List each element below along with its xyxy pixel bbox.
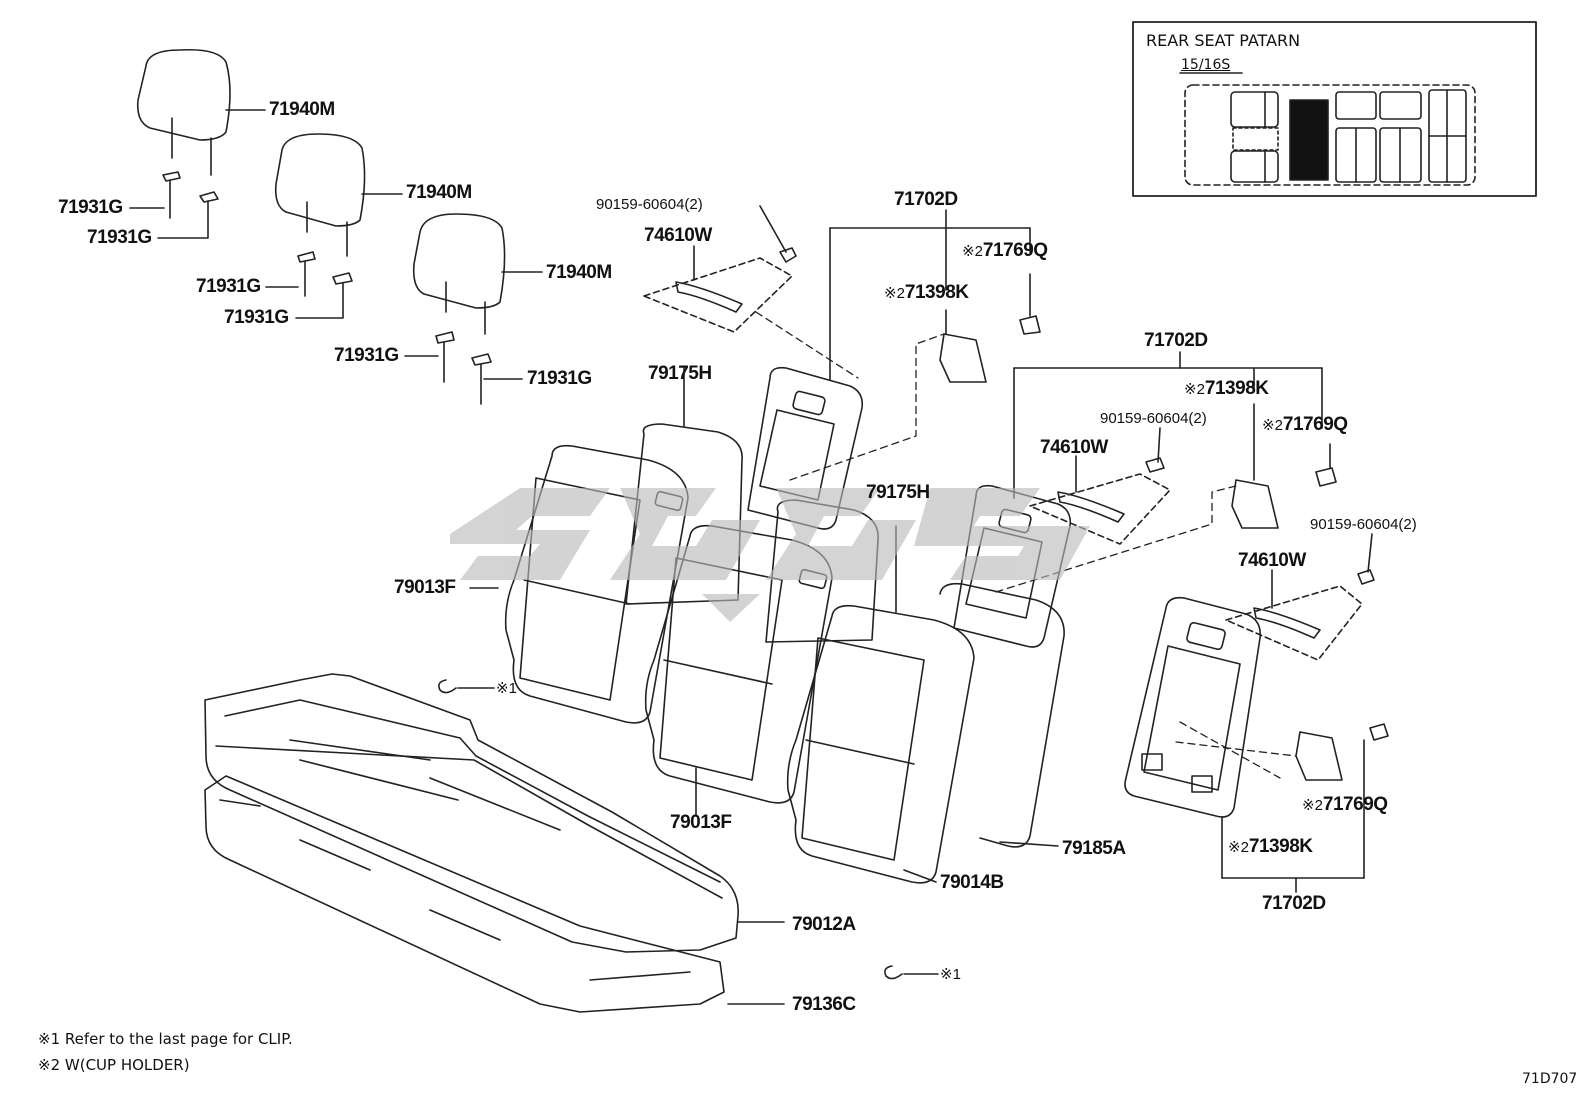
pattern-box bbox=[1132, 21, 1537, 197]
label-71931g-1b[interactable]: 71931G bbox=[87, 227, 152, 248]
clip-icon-2 bbox=[884, 965, 903, 980]
label-71940m-3[interactable]: 71940M bbox=[546, 262, 612, 283]
seatback-left bbox=[504, 444, 689, 724]
label-71702d-2[interactable]: 71702D bbox=[1144, 330, 1208, 351]
label-clip-ref-2: ※1 bbox=[940, 966, 961, 983]
seat-cushion bbox=[204, 673, 739, 953]
label-90159-3[interactable]: 90159-60604(2) bbox=[1310, 516, 1417, 533]
mark-2: ※2 bbox=[1262, 417, 1283, 434]
label-74610w-2[interactable]: 74610W bbox=[1040, 437, 1108, 458]
label-71769q-3[interactable]: ※271769Q bbox=[1302, 794, 1388, 815]
dashed-guides bbox=[755, 311, 1297, 779]
label-90159-2[interactable]: 90159-60604(2) bbox=[1100, 410, 1207, 427]
mark-2: ※2 bbox=[1184, 381, 1205, 398]
label-71931g-2a[interactable]: 71931G bbox=[196, 276, 261, 297]
label-90159-1[interactable]: 90159-60604(2) bbox=[596, 196, 703, 213]
headrest-3 bbox=[412, 213, 543, 335]
pattern-title: REAR SEAT PATARN bbox=[1146, 31, 1301, 50]
label-71931g-2b[interactable]: 71931G bbox=[224, 307, 289, 328]
label-79012a[interactable]: 79012A bbox=[792, 914, 856, 935]
cushion-pad bbox=[204, 775, 725, 1013]
label-79136c[interactable]: 79136C bbox=[792, 994, 856, 1015]
handle-2 bbox=[1029, 455, 1171, 545]
label-71398k-3[interactable]: ※271398K bbox=[1228, 836, 1313, 857]
label-79175h-1[interactable]: 79175H bbox=[648, 363, 712, 384]
pattern-subtitle: 15/16S bbox=[1181, 57, 1231, 73]
label-71702d-1[interactable]: 71702D bbox=[894, 189, 958, 210]
screws bbox=[759, 205, 1375, 585]
label-71769q-2[interactable]: ※271769Q bbox=[1262, 414, 1348, 435]
label-71931g-3a[interactable]: 71931G bbox=[334, 345, 399, 366]
holder-2 bbox=[1231, 403, 1337, 529]
label-79014b[interactable]: 79014B bbox=[940, 872, 1004, 893]
label-71940m-1[interactable]: 71940M bbox=[269, 99, 335, 120]
label-79175h-2[interactable]: 79175H bbox=[866, 482, 930, 503]
holder-3 bbox=[1295, 723, 1389, 781]
footnote-2: ※2 W(CUP HOLDER) bbox=[38, 1056, 190, 1074]
guides bbox=[129, 171, 523, 405]
handle-3 bbox=[1225, 569, 1363, 661]
seatback-board-3 bbox=[1124, 596, 1262, 818]
label-74610w-1[interactable]: 74610W bbox=[644, 225, 712, 246]
label-71931g-3b[interactable]: 71931G bbox=[527, 368, 592, 389]
mark-2: ※2 bbox=[1228, 839, 1249, 856]
label-79013f-1[interactable]: 79013F bbox=[394, 577, 456, 598]
bracket-lines bbox=[829, 209, 1365, 893]
handle-1 bbox=[643, 245, 793, 333]
headrest-1 bbox=[136, 48, 266, 176]
mark-2: ※2 bbox=[1302, 797, 1323, 814]
label-79185a[interactable]: 79185A bbox=[1062, 838, 1126, 859]
seatback-right bbox=[786, 582, 1065, 884]
mark-2: ※2 bbox=[884, 285, 905, 302]
watermark-logo bbox=[450, 488, 1090, 622]
seatback-cover-left bbox=[625, 365, 743, 605]
label-71940m-2[interactable]: 71940M bbox=[406, 182, 472, 203]
label-71931g-1a[interactable]: 71931G bbox=[58, 197, 123, 218]
headrest-2 bbox=[274, 133, 403, 257]
clip-icon-1 bbox=[438, 679, 457, 694]
label-clip-ref-1: ※1 bbox=[496, 680, 517, 697]
label-79013f-2[interactable]: 79013F bbox=[670, 812, 732, 833]
label-71398k-1[interactable]: ※271398K bbox=[884, 282, 969, 303]
holder-1 bbox=[939, 273, 1041, 383]
page-code: 71D707 bbox=[1522, 1071, 1578, 1087]
label-71769q-1[interactable]: ※271769Q bbox=[962, 240, 1048, 261]
label-74610w-3[interactable]: 74610W bbox=[1238, 550, 1306, 571]
footnote-1: ※1 Refer to the last page for CLIP. bbox=[38, 1030, 293, 1048]
label-71702d-3[interactable]: 71702D bbox=[1262, 893, 1326, 914]
label-71398k-2[interactable]: ※271398K bbox=[1184, 378, 1269, 399]
mark-2: ※2 bbox=[962, 243, 983, 260]
